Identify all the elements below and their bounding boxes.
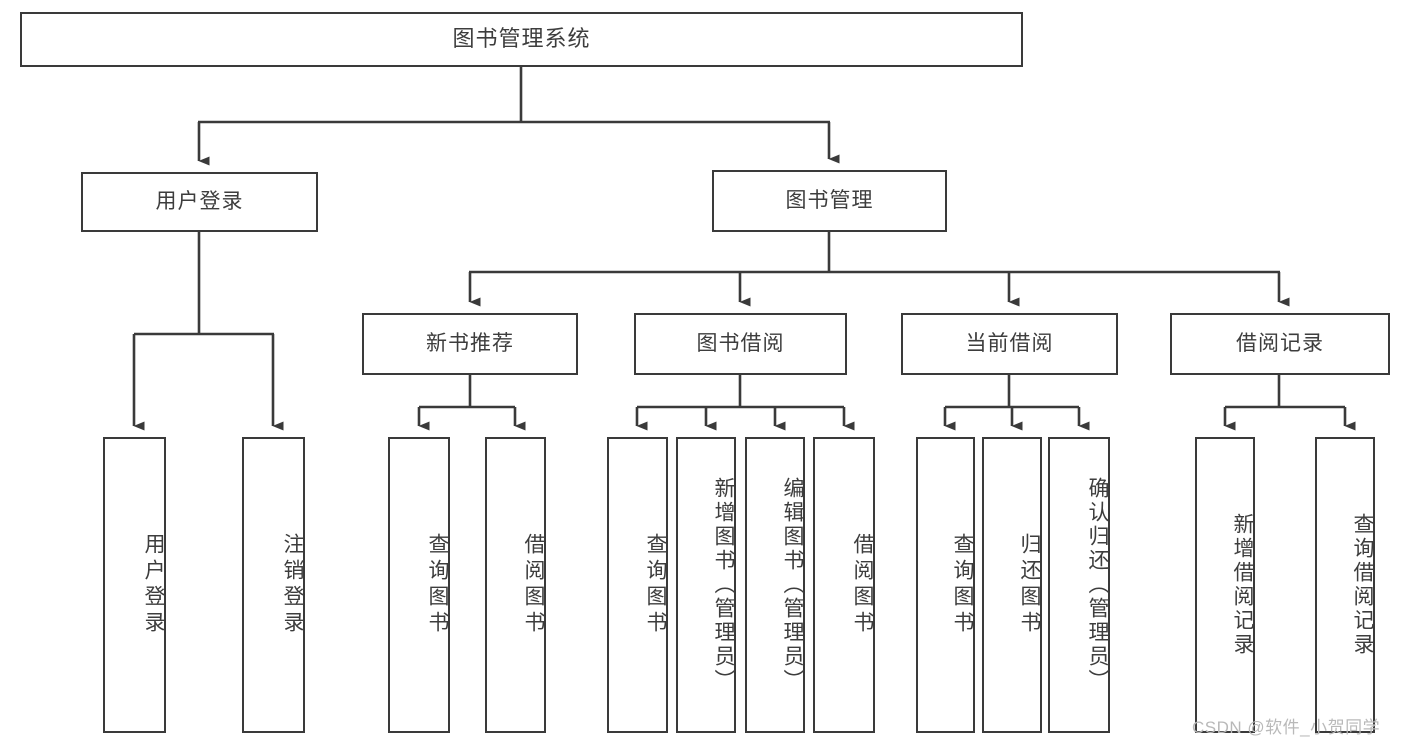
- node-leaf-borrow-book-1[interactable]: 借阅图书: [485, 437, 546, 733]
- node-root[interactable]: 图书管理系统: [20, 12, 1023, 67]
- node-book-management[interactable]: 图书管理: [712, 170, 947, 232]
- node-borrow-record[interactable]: 借阅记录: [1170, 313, 1390, 375]
- node-leaf-confirm-return[interactable]: 确认归还（管理员）: [1048, 437, 1110, 733]
- node-leaf-edit-book[interactable]: 编辑图书（管理员）: [745, 437, 805, 733]
- node-leaf-query-book-2[interactable]: 查询图书: [607, 437, 668, 733]
- node-user-login[interactable]: 用户登录: [81, 172, 318, 232]
- node-current-borrow[interactable]: 当前借阅: [901, 313, 1118, 375]
- node-leaf-borrow-book-2[interactable]: 借阅图书: [813, 437, 875, 733]
- node-leaf-query-book-1[interactable]: 查询图书: [388, 437, 450, 733]
- node-leaf-logout-login[interactable]: 注销登录: [242, 437, 305, 733]
- node-leaf-query-record[interactable]: 查询借阅记录: [1315, 437, 1375, 733]
- csdn-watermark: CSDN @软件_小贺同学: [1192, 718, 1381, 737]
- node-new-book-recommend[interactable]: 新书推荐: [362, 313, 578, 375]
- node-leaf-user-login[interactable]: 用户登录: [103, 437, 166, 733]
- node-leaf-add-book[interactable]: 新增图书（管理员）: [676, 437, 736, 733]
- node-leaf-query-book-3[interactable]: 查询图书: [916, 437, 975, 733]
- node-book-borrow[interactable]: 图书借阅: [634, 313, 847, 375]
- node-leaf-return-book[interactable]: 归还图书: [982, 437, 1042, 733]
- node-leaf-add-record[interactable]: 新增借阅记录: [1195, 437, 1255, 733]
